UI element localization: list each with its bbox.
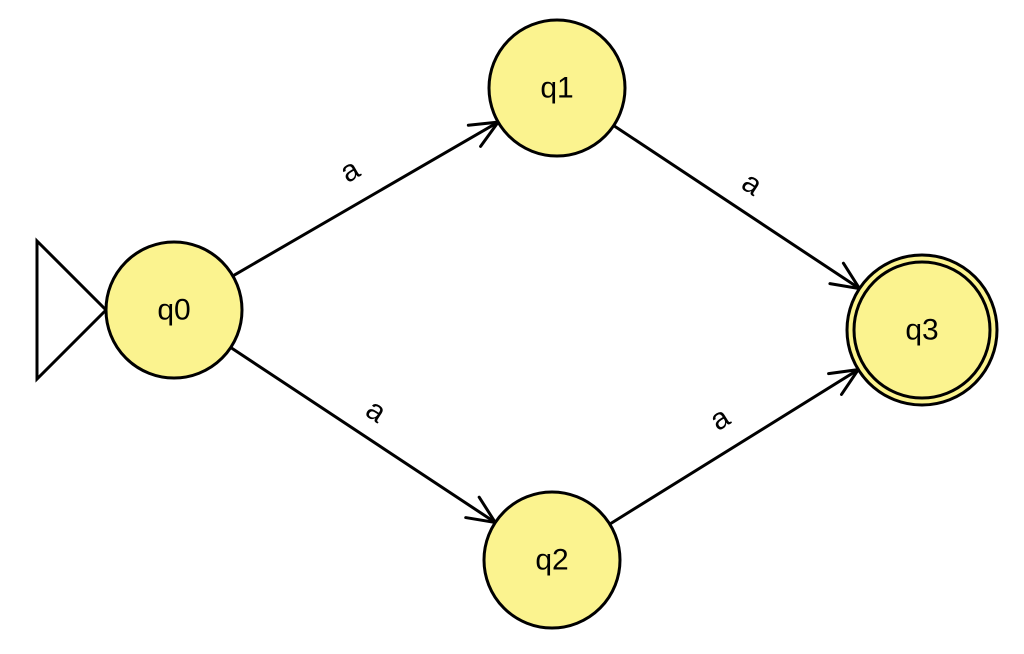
transition-line: [612, 124, 861, 291]
transition-q0-q1: a: [231, 120, 502, 278]
state-circle: [852, 260, 992, 400]
start-arrow-icon: [35, 237, 109, 383]
arrowhead-icon: [466, 120, 502, 148]
state-circle: [104, 240, 244, 380]
transition-label: a: [360, 393, 392, 430]
transitions-layer: a a a a: [229, 120, 863, 526]
state-q2[interactable]: q2: [482, 490, 622, 630]
transition-label: a: [736, 166, 768, 203]
transition-q0-q2: a: [229, 346, 499, 525]
transition-label: a: [335, 152, 366, 189]
transition-line: [229, 346, 497, 524]
start-marker-layer: [35, 237, 109, 383]
states-layer: q0 q1 q2 q3: [104, 18, 999, 630]
state-q3-accepting[interactable]: q3: [845, 253, 999, 407]
state-circle: [487, 18, 627, 158]
transition-line: [231, 120, 500, 278]
state-q0[interactable]: q0: [104, 240, 244, 380]
transition-q1-q3: a: [612, 124, 863, 291]
state-q1[interactable]: q1: [487, 18, 627, 158]
transition-label: a: [704, 400, 736, 437]
state-label: q1: [540, 72, 573, 105]
transition-line: [608, 368, 860, 526]
state-label: q0: [157, 294, 190, 327]
accept-ring: [845, 253, 999, 407]
state-circle: [482, 490, 622, 630]
state-label: q3: [905, 314, 938, 347]
state-label: q2: [535, 544, 568, 577]
transition-q2-q3: a: [608, 367, 862, 526]
